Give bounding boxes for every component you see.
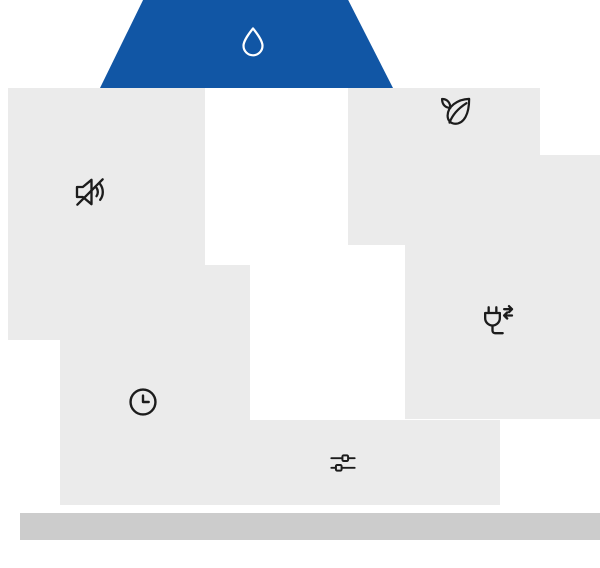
bottom-bar (20, 513, 600, 540)
connection-panel[interactable] (405, 155, 600, 419)
plug-swap-icon (484, 305, 514, 335)
sliders-icon (330, 454, 356, 472)
water-program-header[interactable] (100, 0, 393, 88)
water-drop-icon (242, 27, 264, 57)
speaker-mute-icon (75, 178, 104, 206)
settings-panel[interactable] (205, 420, 500, 505)
leaf-icon (440, 97, 471, 125)
clock-icon (129, 388, 157, 416)
